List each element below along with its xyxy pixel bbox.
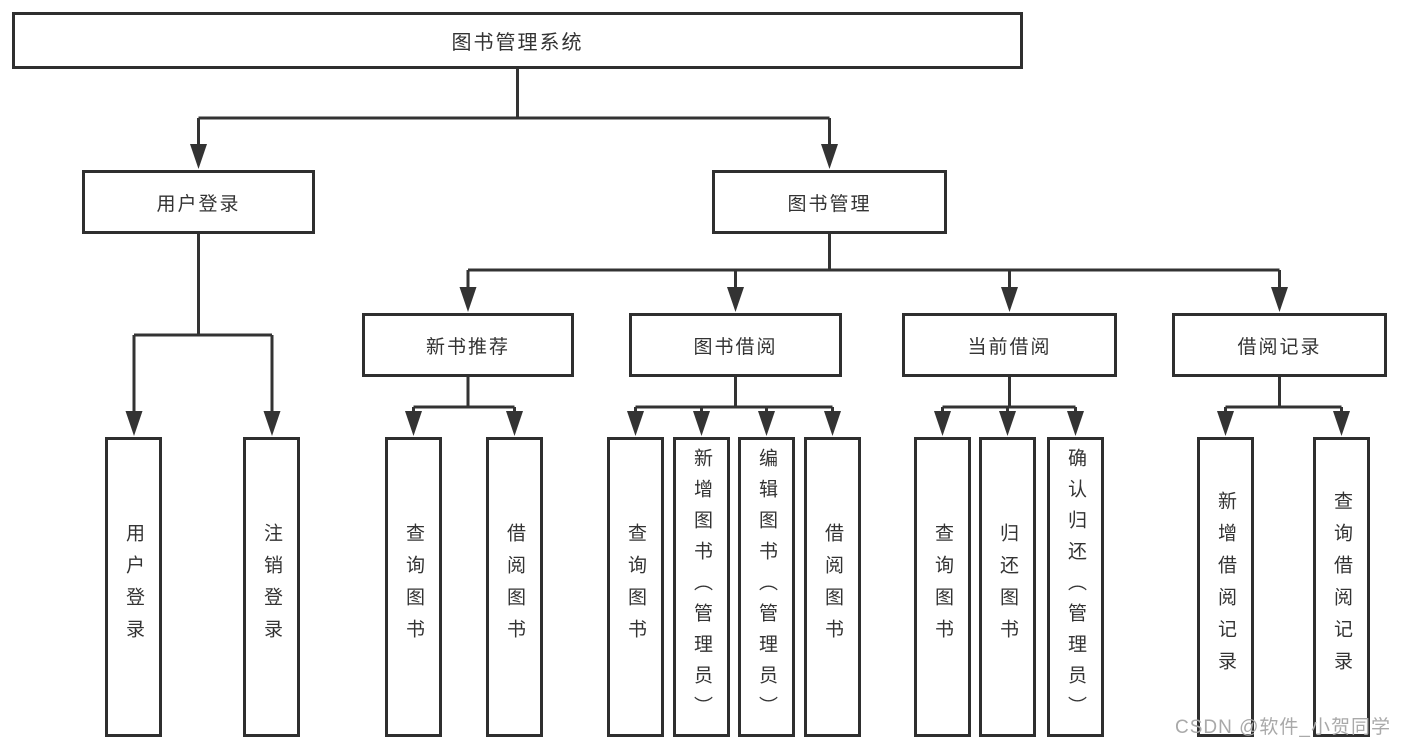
leaf-confirm-return-admin-label: 确认归还（管理员） [1065, 447, 1086, 727]
leaf-confirm-return-admin: 确认归还（管理员） [1047, 437, 1104, 737]
watermark: CSDN @软件_小贺同学 [1175, 717, 1391, 738]
leaf-return-books: 归还图书 [979, 437, 1036, 737]
leaf-user-login-label: 用户登录 [123, 523, 144, 651]
node-user-login: 用户登录 [82, 170, 315, 234]
leaf-return-books-label: 归还图书 [997, 523, 1018, 651]
node-new-book-recommend: 新书推荐 [362, 313, 574, 377]
node-root-label: 图书管理系统 [451, 32, 584, 54]
leaf-query-books-borrowing-label: 查询图书 [625, 523, 646, 651]
leaf-query-books-recommend-label: 查询图书 [403, 523, 424, 651]
node-borrowing-records: 借阅记录 [1172, 313, 1387, 377]
leaf-logout: 注销登录 [243, 437, 300, 737]
node-user-login-label: 用户登录 [156, 193, 241, 215]
leaf-user-login: 用户登录 [105, 437, 162, 737]
node-book-borrowing-label: 图书借阅 [693, 336, 778, 358]
leaf-query-borrow-record-label: 查询借阅记录 [1331, 491, 1352, 683]
node-book-management: 图书管理 [712, 170, 947, 234]
leaf-borrow-books-recommend: 借阅图书 [486, 437, 543, 737]
node-book-management-label: 图书管理 [787, 193, 872, 215]
leaf-query-books-recommend: 查询图书 [385, 437, 442, 737]
node-new-book-recommend-label: 新书推荐 [425, 336, 510, 358]
leaf-edit-books-admin-label: 编辑图书（管理员） [756, 447, 777, 727]
node-book-borrowing: 图书借阅 [629, 313, 842, 377]
node-borrowing-records-label: 借阅记录 [1237, 336, 1322, 358]
leaf-add-books-admin: 新增图书（管理员） [673, 437, 730, 737]
leaf-borrow-books: 借阅图书 [804, 437, 861, 737]
leaf-add-borrow-record: 新增借阅记录 [1197, 437, 1254, 737]
node-root-system: 图书管理系统 [12, 12, 1023, 69]
leaf-borrow-books-recommend-label: 借阅图书 [504, 523, 525, 651]
leaf-query-books-borrowing: 查询图书 [607, 437, 664, 737]
node-current-borrowing-label: 当前借阅 [967, 336, 1052, 358]
node-current-borrowing: 当前借阅 [902, 313, 1117, 377]
leaf-query-books-current: 查询图书 [914, 437, 971, 737]
leaf-add-books-admin-label: 新增图书（管理员） [691, 447, 712, 727]
leaf-edit-books-admin: 编辑图书（管理员） [738, 437, 795, 737]
leaf-add-borrow-record-label: 新增借阅记录 [1215, 491, 1236, 683]
leaf-query-books-current-label: 查询图书 [932, 523, 953, 651]
leaf-query-borrow-record: 查询借阅记录 [1313, 437, 1370, 737]
leaf-logout-label: 注销登录 [261, 523, 282, 651]
leaf-borrow-books-label: 借阅图书 [822, 523, 843, 651]
